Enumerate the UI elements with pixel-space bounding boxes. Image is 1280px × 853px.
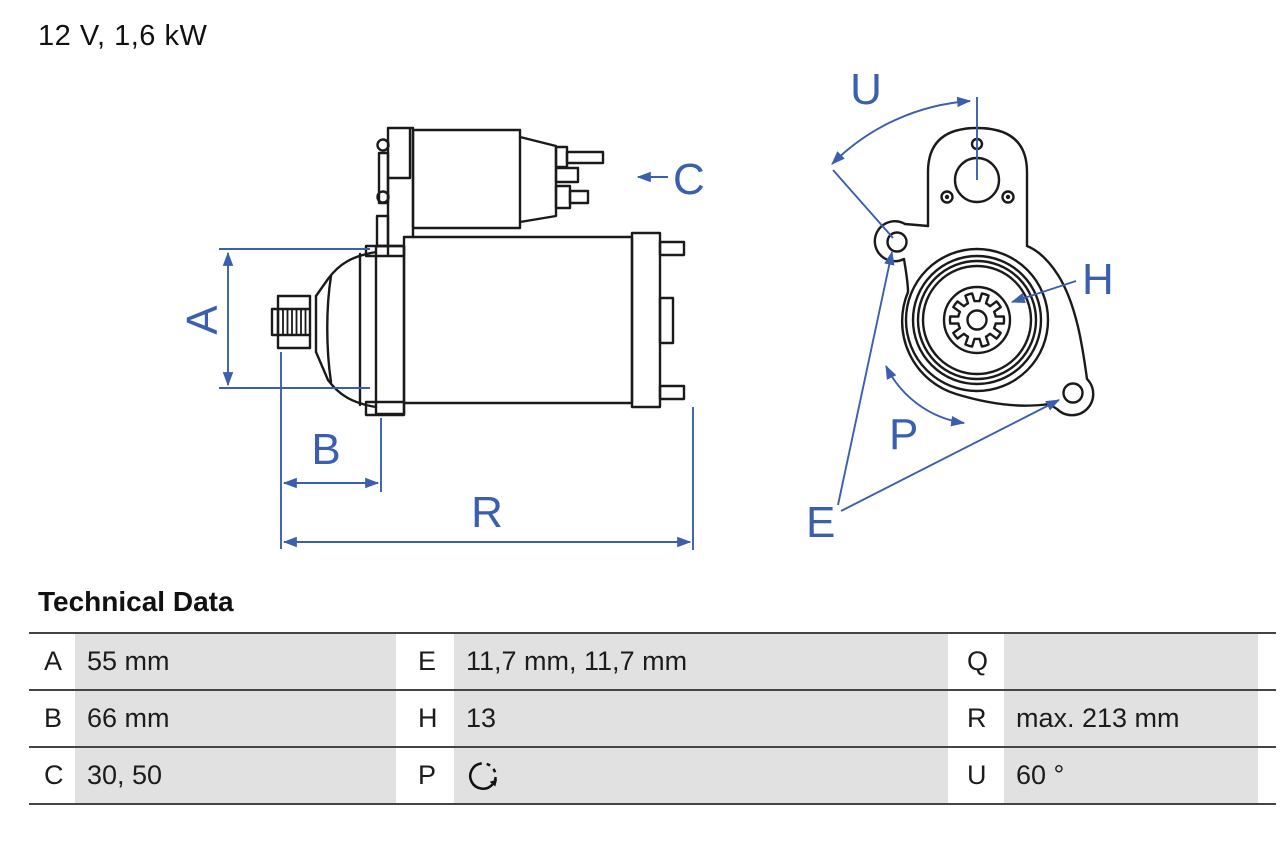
page-title: 12 V, 1,6 kW	[38, 20, 208, 52]
param-value-r: max. 213 mm	[1004, 691, 1258, 746]
param-value-q	[1004, 634, 1258, 689]
solenoid	[411, 128, 605, 230]
dimension-b: B	[280, 352, 382, 549]
annotation-u: U	[831, 65, 978, 239]
dim-label-e: E	[806, 498, 835, 547]
param-key-p: P	[396, 748, 454, 803]
pinion-center-hole	[966, 309, 988, 331]
param-key-e: E	[396, 634, 454, 689]
side-view	[270, 126, 686, 417]
rotation-arrow-icon	[469, 761, 498, 790]
bolt-hole-top-left	[886, 231, 908, 253]
dimension-c: C	[636, 155, 705, 204]
dim-label-b: B	[311, 425, 340, 474]
dimension-a: A	[178, 248, 370, 389]
row-spacer	[1258, 691, 1276, 746]
row-spacer	[1258, 634, 1276, 689]
dim-label-u: U	[850, 65, 882, 114]
motor-end-cap	[630, 231, 662, 409]
motor-body	[402, 231, 686, 409]
row-spacer	[1258, 748, 1276, 803]
bolt-hole-bottom-right	[1062, 382, 1084, 404]
annotation-e: E	[806, 250, 1061, 547]
annotation-h: H	[1010, 255, 1114, 304]
table-row: A 55 mm E 11,7 mm, 11,7 mm Q	[29, 632, 1276, 689]
param-key-b: B	[29, 691, 75, 746]
drive-end-housing	[314, 250, 378, 409]
pinion-gear-front	[948, 292, 1006, 348]
param-key-a: A	[29, 634, 75, 689]
motor-tab-bottom	[658, 384, 686, 401]
param-value-h: 13	[454, 691, 948, 746]
front-view-annotations: U H P E	[806, 65, 1114, 547]
table-row: C 30, 50 P U 60 °	[29, 746, 1276, 805]
param-value-a: 55 mm	[75, 634, 396, 689]
front-view	[873, 126, 1095, 417]
dim-label-p: P	[889, 410, 918, 459]
dim-label-r: R	[471, 488, 503, 537]
param-value-c: 30, 50	[75, 748, 396, 803]
solenoid-terminals	[554, 145, 605, 210]
param-key-u: U	[948, 748, 1004, 803]
technical-data-table: A 55 mm E 11,7 mm, 11,7 mm Q B 66 mm H 1…	[29, 632, 1276, 805]
solenoid-cap	[518, 135, 558, 224]
dim-label-h: H	[1082, 255, 1114, 304]
motor-mid-lug	[658, 296, 675, 345]
param-key-q: Q	[948, 634, 1004, 689]
param-key-c: C	[29, 748, 75, 803]
param-value-p	[454, 748, 948, 803]
side-view-dimensions: A B R C	[178, 155, 705, 550]
motor-tab-top	[658, 240, 686, 257]
param-key-h: H	[396, 691, 454, 746]
pinion-gear-teeth	[948, 292, 1006, 348]
annotation-p: P	[885, 364, 966, 459]
param-key-r: R	[948, 691, 1004, 746]
technical-drawing: A B R C	[178, 65, 1114, 550]
dim-label-a: A	[178, 305, 227, 335]
pinion-gear-side	[270, 294, 312, 350]
param-value-e: 11,7 mm, 11,7 mm	[454, 634, 948, 689]
param-value-u: 60 °	[1004, 748, 1258, 803]
param-value-b: 66 mm	[75, 691, 396, 746]
dimension-r: R	[282, 407, 694, 550]
dim-label-c: C	[673, 155, 705, 204]
table-row: B 66 mm H 13 R max. 213 mm	[29, 689, 1276, 746]
technical-data-heading: Technical Data	[38, 586, 234, 617]
drive-end-flange	[364, 244, 406, 417]
front-bearing-rings	[904, 247, 1050, 393]
